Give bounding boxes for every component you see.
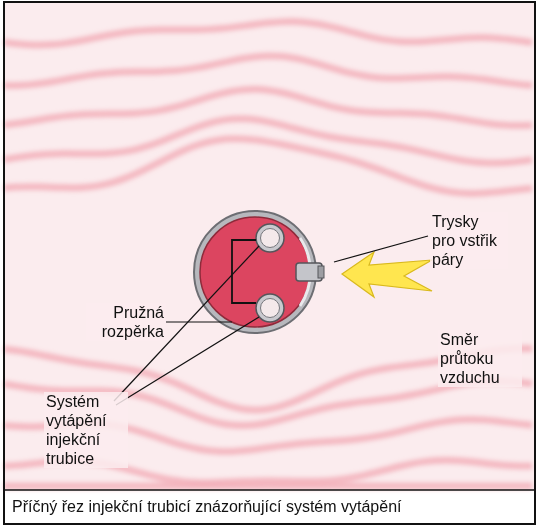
heating-tube — [256, 294, 284, 322]
nozzle-tip — [318, 266, 324, 278]
caption-separator — [4, 489, 535, 491]
streamline — [4, 56, 532, 86]
frame — [4, 2, 535, 524]
leader-line — [334, 236, 428, 262]
leader-line — [166, 321, 232, 322]
figure-caption: Příčný řez injekční trubicí znázorňující… — [12, 497, 401, 516]
callout-label: Směr průtoku vzduchu — [438, 330, 522, 387]
streamline — [4, 22, 532, 45]
heating-tube — [256, 224, 284, 252]
streamline — [4, 483, 532, 490]
air-streamlines — [4, 22, 532, 486]
air-ground — [4, 2, 535, 490]
tube-interior — [200, 217, 310, 327]
callout-label: Pružná rozpěrka — [86, 303, 166, 341]
callout-label: Trysky pro vstřik páry — [430, 212, 508, 269]
streamline — [4, 139, 532, 194]
callout-label: Systém vytápění injekční trubice — [44, 392, 128, 468]
airflow-arrow — [342, 252, 432, 297]
heating-tube-bore — [261, 229, 280, 248]
heating-tube-bore — [261, 299, 280, 318]
